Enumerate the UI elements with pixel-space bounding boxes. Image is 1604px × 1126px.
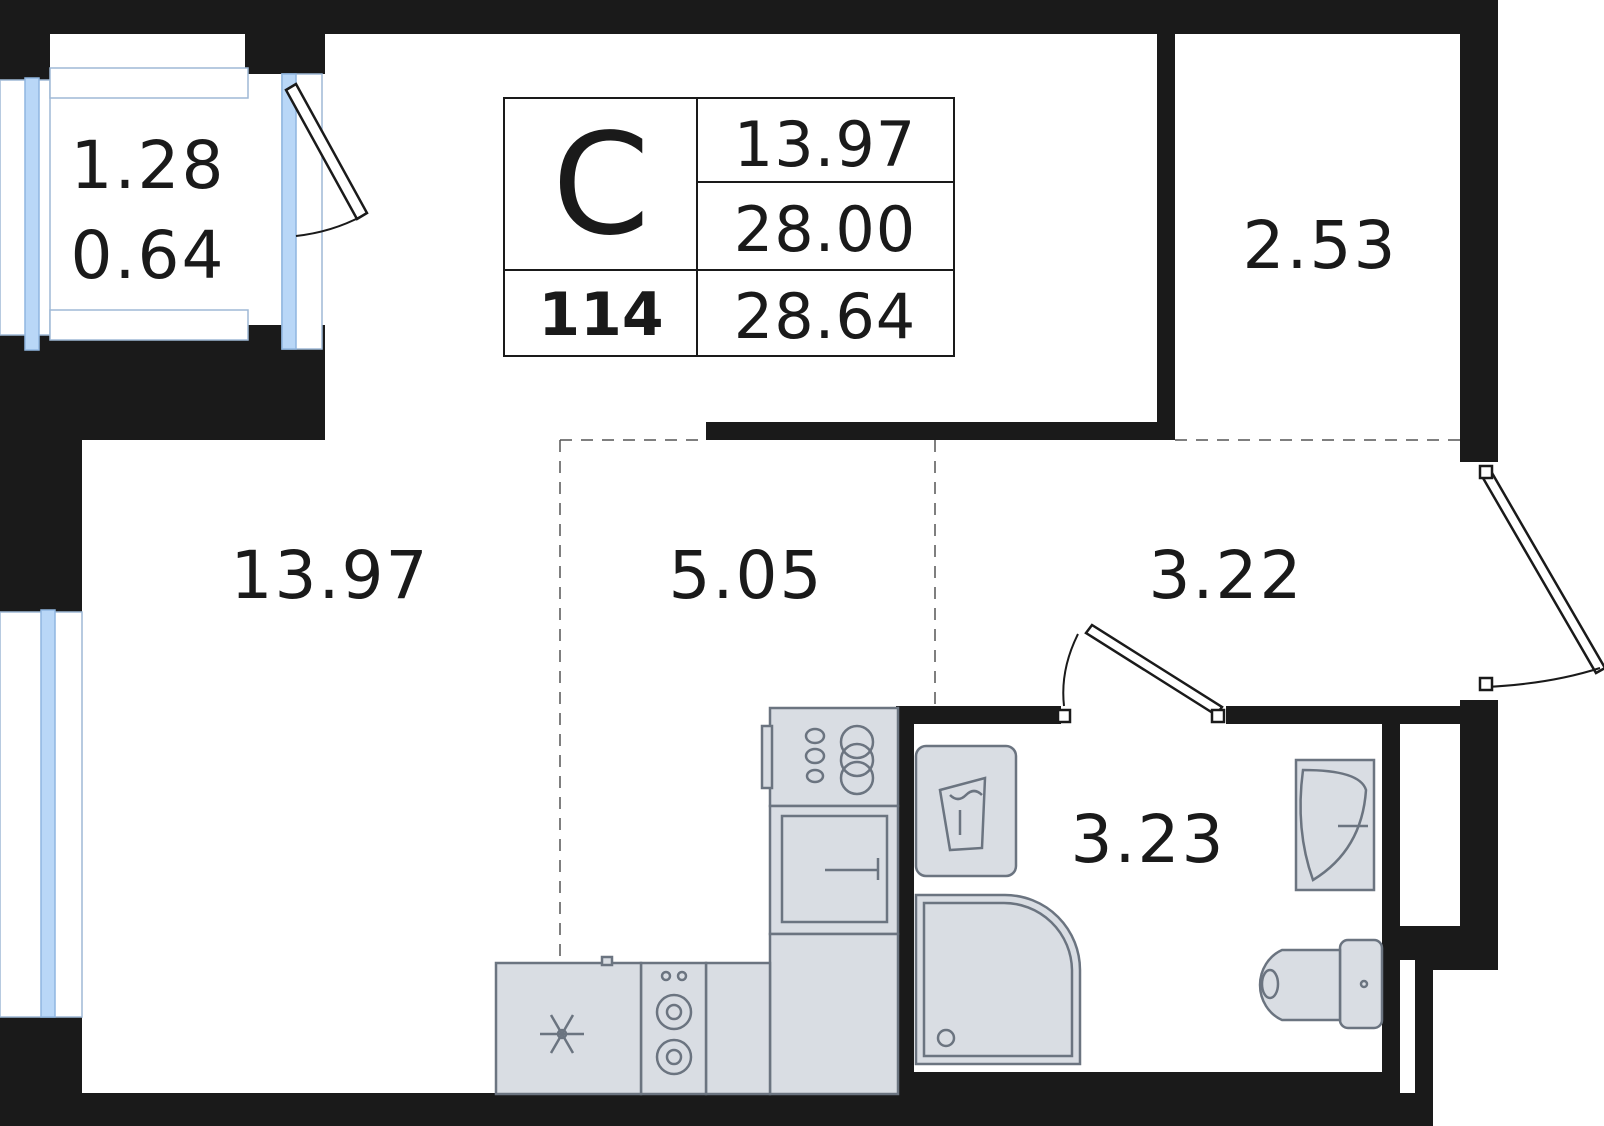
living-area-value: 13.97 [734,108,917,181]
entrance-door [1478,464,1604,692]
walls [0,0,1498,1126]
snowflake-icon [540,1014,584,1054]
hallway-area-label: 3.22 [1149,537,1304,614]
balcony-windows [0,67,323,351]
zone-dividers [559,439,1460,960]
storage-area-label: 2.53 [1243,207,1398,284]
bathroom-fixtures [914,744,1384,1066]
area-without-balcony-value: 28.00 [734,193,917,266]
living-room-area-label: 13.97 [231,537,430,614]
bathroom-area-label: 3.23 [1071,801,1226,878]
apartment-info-table: C 114 13.97 28.00 28.64 [503,97,955,357]
bathroom-door [1056,623,1226,724]
apartment-type-letter: C [552,104,650,267]
balcony-reduced-area-label: 0.64 [71,217,226,294]
living-room-window [0,609,83,1018]
room-labels: 1.28 0.64 2.53 13.97 5.05 3.22 3.23 [71,127,1398,878]
kitchen-area-label: 5.05 [669,537,824,614]
total-area-value: 28.64 [734,280,917,353]
kitchen-fixtures [494,706,900,1096]
balcony-door [284,82,369,237]
balcony-area-label: 1.28 [71,127,226,204]
apartment-number: 114 [538,280,663,350]
